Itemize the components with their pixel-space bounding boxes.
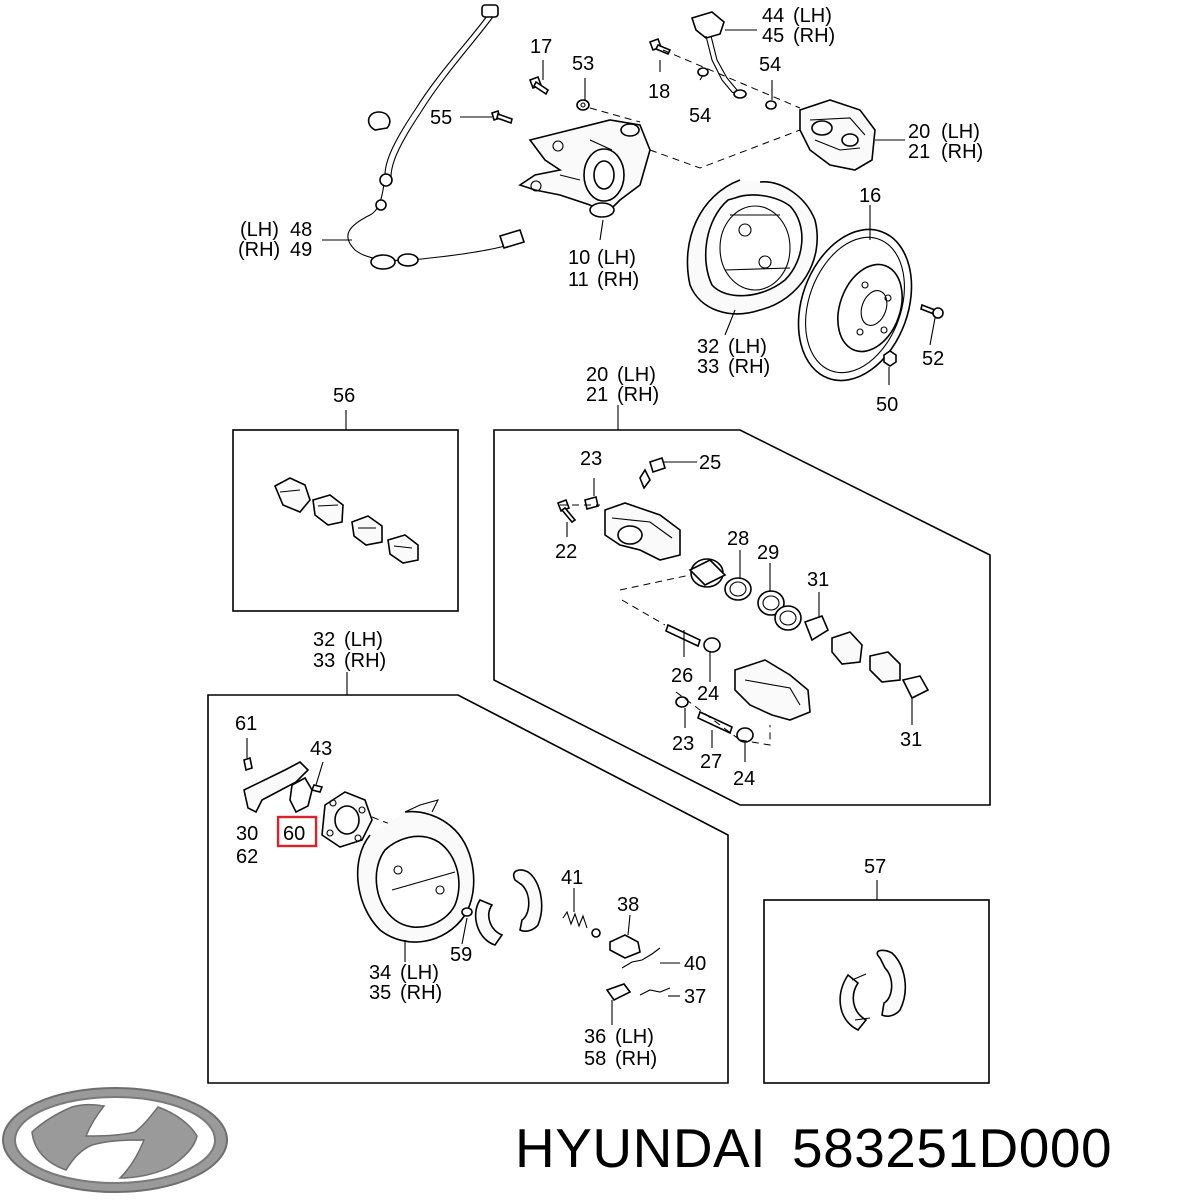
label-43: 43 [310,738,332,760]
label-53: 53 [572,53,594,75]
label-36-side: (LH) [615,1026,654,1048]
box-57-parking-shoes [763,880,990,1084]
label-40: 40 [684,953,706,975]
label-17: 17 [530,36,552,58]
nut-50 [883,350,897,367]
brand-part-caption: HYUNDAI 583251D000 [515,1108,1195,1188]
nut-53 [576,99,590,111]
label-37: 37 [684,986,706,1008]
part-labels: 17 53 18 54 54 44 (LH) 45 (RH) 55 20 (LH… [235,5,983,1070]
label-52: 52 [922,348,944,370]
label-55: 55 [430,107,452,129]
label-62: 62 [236,846,258,868]
label-32: 32 [697,336,719,358]
label-33: 33 [313,650,335,672]
label-36: 36 [584,1026,606,1048]
label-11-side: (RH) [597,269,639,291]
label-20-side: (LH) [617,364,656,386]
bolt-17 [528,75,550,96]
label-31: 31 [900,729,922,751]
label-28: 28 [727,528,749,550]
label-16: 16 [859,185,881,207]
box-20-caliper [493,405,991,806]
box-56-brake-pads [232,410,459,612]
label-27: 27 [700,751,722,773]
label-32-side: (LH) [344,629,383,651]
label-21-side: (RH) [941,141,983,163]
label-21: 21 [908,141,930,163]
screw-52 [920,303,944,319]
label-20-side: (LH) [941,121,980,143]
part-60-highlight [276,815,318,848]
label-45-side: (RH) [793,25,835,47]
label-33-side: (RH) [344,650,386,672]
wheel-speed-sensor-cable [347,4,526,270]
label-23: 23 [672,733,694,755]
label-48: 48 [290,219,312,241]
backing-plate-top [686,179,818,315]
label-56: 56 [333,385,355,407]
label-30: 30 [236,823,258,845]
bolt-55 [491,109,513,125]
label-54: 54 [689,105,711,127]
label-60: 60 [283,823,305,845]
label-11: 11 [568,269,589,291]
label-49-side: (RH) [238,239,280,261]
label-20: 20 [908,121,930,143]
brake-disc [797,228,913,382]
label-45: 45 [762,25,784,47]
label-31: 31 [807,569,829,591]
brand-name: HYUNDAI [515,1117,767,1179]
label-44: 44 [762,5,784,27]
label-33: 33 [697,356,719,378]
label-25: 25 [699,452,721,474]
knuckle [518,119,651,218]
label-26: 26 [671,665,693,687]
label-34: 34 [369,962,391,984]
label-48-side: (LH) [240,219,279,241]
label-41: 41 [561,867,583,889]
label-21-side: (RH) [617,384,659,406]
label-49: 49 [290,239,312,261]
label-24: 24 [697,683,719,705]
label-20: 20 [586,364,608,386]
label-44-side: (LH) [793,5,832,27]
label-10-side: (LH) [597,247,636,269]
box-32-backing-plate [207,672,729,1084]
label-10: 10 [568,247,590,269]
label-59: 59 [450,944,472,966]
label-24: 24 [733,768,755,790]
label-50: 50 [876,394,898,416]
label-58: 58 [584,1048,606,1070]
label-23: 23 [580,448,602,470]
top-leader-lines [322,29,936,385]
hyundai-logo-icon [2,1087,228,1193]
label-34-side: (LH) [400,962,439,984]
label-22: 22 [555,541,577,563]
label-32: 32 [313,629,335,651]
label-35-side: (RH) [400,982,442,1004]
caliper-top [799,99,876,171]
label-57: 57 [864,856,886,878]
label-33-side: (RH) [728,356,770,378]
label-18: 18 [648,81,670,103]
top-assembly [322,4,944,385]
label-58-side: (RH) [615,1048,657,1070]
part-number: 583251D000 [792,1117,1113,1179]
label-21: 21 [586,384,608,406]
label-29: 29 [757,542,779,564]
washers-54 [697,67,777,110]
label-38: 38 [617,894,639,916]
brake-hose [690,11,747,99]
label-35: 35 [369,982,391,1004]
label-54: 54 [759,54,781,76]
label-32-side: (LH) [728,336,767,358]
label-61: 61 [235,713,257,735]
